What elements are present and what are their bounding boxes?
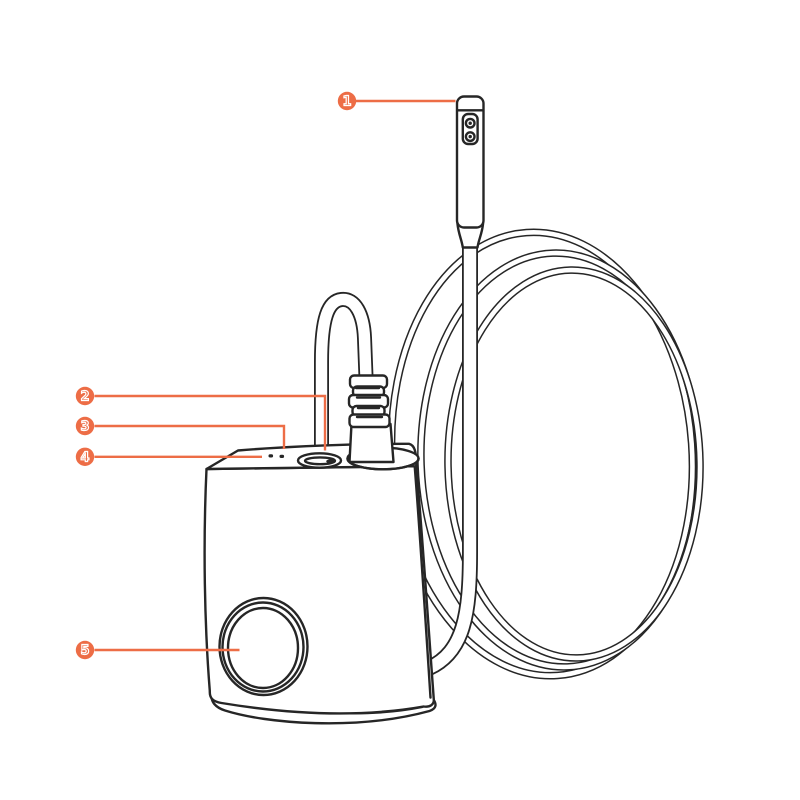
callout-4-badge (75, 447, 95, 466)
callout-3-leader (94, 424, 286, 449)
callouts: 1 2 3 4 5 (75, 91, 456, 660)
cable-arch (314, 292, 374, 449)
wifi-box (203, 442, 437, 725)
callout-2-badge (75, 386, 95, 406)
box-front-face (203, 465, 436, 715)
callout-3-number: 3 (80, 420, 89, 435)
cable-coil (387, 228, 704, 680)
box-right-edge-line (413, 466, 432, 699)
led-light-icon (464, 131, 476, 143)
callout-1-badge (337, 91, 357, 111)
led-dot (268, 454, 274, 458)
large-round-button (218, 596, 309, 697)
callout-2-leader (94, 394, 327, 451)
callout-2-number: 2 (80, 390, 89, 405)
callout-4-number: 4 (80, 450, 89, 465)
led-dot (279, 454, 285, 458)
led-indicators (268, 454, 285, 458)
cable-connector (346, 374, 420, 471)
camera-lens-icon (464, 117, 476, 129)
callout-1: 1 (337, 91, 456, 111)
callout-3: 3 (75, 416, 286, 449)
camera-lens-dot (468, 121, 472, 125)
callout-5-number: 5 (80, 644, 89, 659)
callout-2: 2 (75, 386, 327, 451)
coil-loop-inner (444, 266, 704, 662)
connector-strain-relief (347, 374, 391, 429)
led-light-dot (468, 134, 472, 139)
callout-3-badge (75, 416, 95, 436)
callout-4: 4 (75, 447, 262, 466)
probe-cable (425, 246, 478, 676)
top-oval-button (296, 452, 343, 469)
callout-5-badge (75, 640, 95, 660)
connector-collar-rim (346, 457, 420, 471)
callout-5: 5 (75, 640, 240, 660)
connector-body (348, 422, 395, 464)
camera-probe (455, 95, 485, 249)
oval-button-shadow (326, 459, 335, 464)
callout-1-number: 1 (342, 95, 351, 110)
